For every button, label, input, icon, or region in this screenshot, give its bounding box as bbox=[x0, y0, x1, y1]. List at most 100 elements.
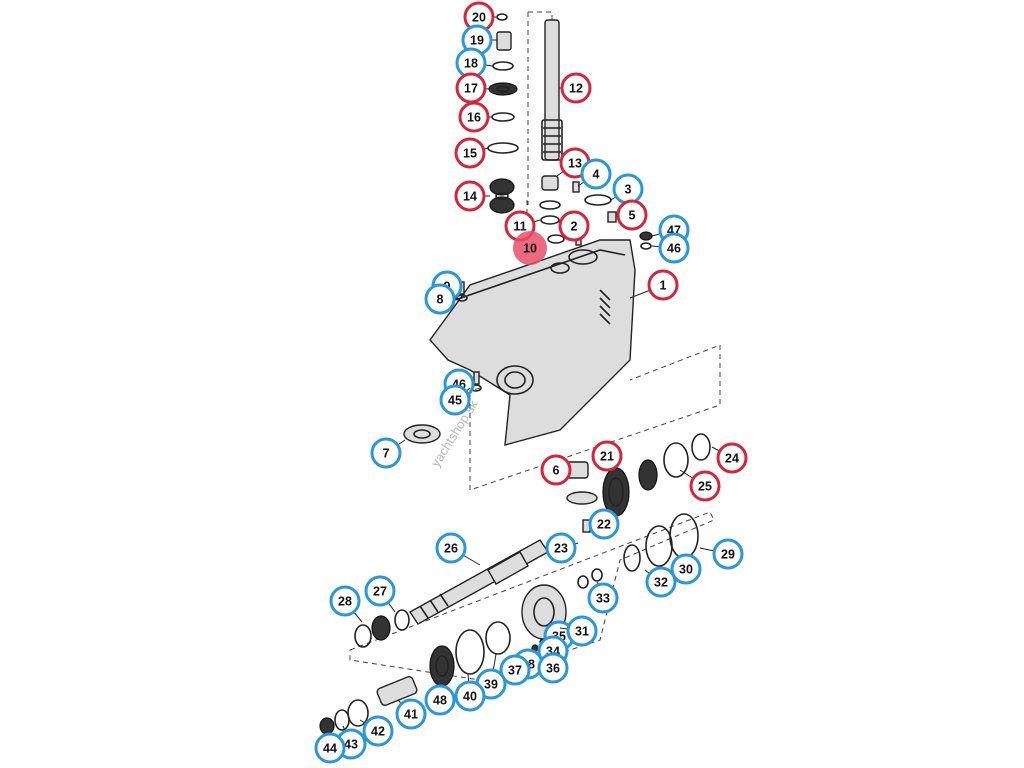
callout-label: 5 bbox=[629, 209, 636, 223]
callout-circle bbox=[545, 532, 577, 564]
callout-26: 26 bbox=[435, 532, 481, 566]
callout-45: 45 bbox=[439, 384, 471, 416]
callout-circle bbox=[329, 585, 361, 617]
callout-label: 29 bbox=[721, 548, 735, 562]
callout-14: 14 bbox=[454, 180, 490, 212]
callout-label: 46 bbox=[667, 242, 681, 256]
callout-circle bbox=[647, 269, 679, 301]
callout-circle bbox=[362, 715, 394, 747]
callout-circle bbox=[454, 137, 486, 169]
callout-27: 27 bbox=[364, 575, 396, 613]
callout-17: 17 bbox=[455, 72, 491, 104]
callout-circle bbox=[560, 72, 592, 104]
callout-42: 42 bbox=[359, 715, 394, 747]
callout-15: 15 bbox=[454, 137, 489, 169]
callout-22: 22 bbox=[588, 508, 620, 540]
callout-circle bbox=[712, 538, 744, 570]
callout-label: 33 bbox=[596, 592, 610, 606]
callout-circle bbox=[537, 652, 569, 684]
callout-label: 32 bbox=[654, 576, 668, 590]
callout-circle bbox=[566, 615, 598, 647]
callout-label: 43 bbox=[344, 738, 358, 752]
callout-label: 40 bbox=[463, 690, 477, 704]
callout-2: 2 bbox=[558, 210, 590, 242]
callout-circle bbox=[513, 231, 547, 265]
callout-circle bbox=[658, 232, 690, 264]
callout-circle bbox=[588, 508, 620, 540]
callout-label: 3 bbox=[625, 183, 632, 197]
callout-label: 14 bbox=[463, 190, 477, 204]
callout-circle bbox=[314, 732, 346, 764]
callout-circle bbox=[716, 442, 748, 474]
callout-label: 25 bbox=[698, 480, 712, 494]
callout-label: 6 bbox=[553, 464, 560, 478]
callout-label: 30 bbox=[679, 563, 693, 577]
callout-25: 25 bbox=[679, 469, 721, 502]
callout-19: 19 bbox=[461, 24, 497, 56]
callout-circle bbox=[458, 101, 490, 133]
callout-8: 8 bbox=[424, 283, 459, 315]
callout-label: 44 bbox=[323, 742, 337, 756]
callout-circle bbox=[370, 437, 402, 469]
callout-circle bbox=[558, 210, 590, 242]
callout-circle bbox=[454, 180, 486, 212]
callout-label: 42 bbox=[371, 725, 385, 739]
callout-20: 20 bbox=[463, 1, 496, 33]
callout-28: 28 bbox=[329, 585, 363, 623]
callout-46: 46 bbox=[651, 232, 690, 264]
callout-circle bbox=[499, 654, 531, 686]
callout-label: 24 bbox=[725, 452, 739, 466]
callout-circle bbox=[616, 199, 648, 231]
callout-circle bbox=[364, 575, 396, 607]
anode-plate-part bbox=[403, 424, 441, 444]
callout-label: 10 bbox=[523, 242, 537, 256]
propshaft-dashed-outline bbox=[349, 511, 715, 681]
callout-label: 41 bbox=[404, 708, 418, 722]
callout-label: 26 bbox=[444, 542, 458, 556]
callout-circle bbox=[540, 454, 572, 486]
callout-label: 15 bbox=[463, 147, 477, 161]
callout-5: 5 bbox=[616, 199, 648, 231]
callout-21: 21 bbox=[591, 440, 623, 472]
callout-30: 30 bbox=[670, 553, 702, 585]
callout-circle bbox=[439, 384, 471, 416]
callout-circle bbox=[689, 470, 721, 502]
callout-41: 41 bbox=[395, 698, 427, 730]
forward-gear-group bbox=[565, 433, 711, 533]
callout-24: 24 bbox=[711, 442, 748, 474]
callout-7: 7 bbox=[370, 437, 406, 469]
gear-housing-part bbox=[429, 239, 636, 446]
callout-label: 36 bbox=[546, 662, 560, 676]
callout-18: 18 bbox=[455, 47, 494, 79]
callout-label: 23 bbox=[554, 542, 568, 556]
callout-label: 45 bbox=[448, 394, 462, 408]
callout-1: 1 bbox=[629, 269, 679, 301]
callout-label: 2 bbox=[571, 220, 578, 234]
callout-label: 8 bbox=[437, 293, 444, 307]
callout-3: 3 bbox=[610, 173, 644, 205]
callout-circle bbox=[580, 158, 612, 190]
callout-label: 7 bbox=[383, 447, 390, 461]
callout-40: 40 bbox=[454, 673, 486, 712]
callout-16: 16 bbox=[458, 101, 492, 133]
callout-label: 28 bbox=[338, 595, 352, 609]
callout-label: 16 bbox=[467, 111, 481, 125]
callout-circle bbox=[424, 283, 456, 315]
callout-48: 48 bbox=[424, 684, 456, 716]
callout-circle bbox=[591, 440, 623, 472]
callout-label: 48 bbox=[433, 694, 447, 708]
upper-bearing-stack bbox=[487, 13, 519, 214]
callout-circle bbox=[435, 532, 467, 564]
callout-6: 6 bbox=[540, 454, 572, 486]
callout-label: 20 bbox=[472, 11, 486, 25]
callout-label: 11 bbox=[513, 220, 526, 234]
callout-circle bbox=[587, 582, 619, 614]
callout-circle bbox=[645, 566, 677, 598]
drive-shaft-part bbox=[541, 19, 563, 161]
callout-label: 17 bbox=[464, 82, 478, 96]
callout-label: 4 bbox=[593, 168, 600, 182]
callout-10: 10 bbox=[513, 231, 547, 265]
callout-33: 33 bbox=[587, 581, 619, 614]
callout-label: 12 bbox=[569, 82, 583, 96]
